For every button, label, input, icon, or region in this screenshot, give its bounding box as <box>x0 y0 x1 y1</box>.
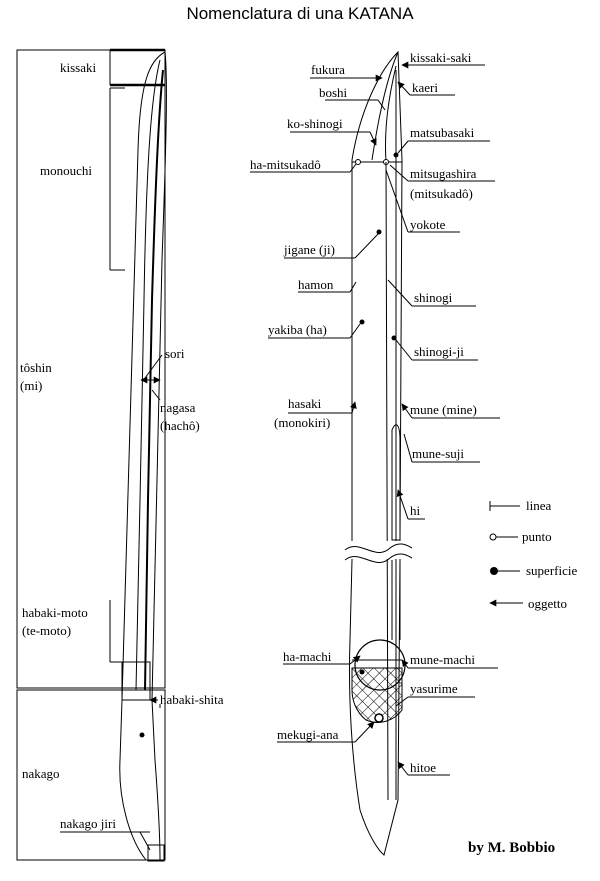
habaki-box <box>121 661 151 701</box>
label-kissaki-saki: kissaki-saki <box>410 50 472 65</box>
signature: by M. Bobbio <box>468 840 555 856</box>
label-mekugi-ana: mekugi-ana <box>277 727 339 742</box>
label-hasaki: hasaki <box>288 396 322 411</box>
label-nagasa-hacho: (hachô) <box>160 418 200 433</box>
label-nagasa: nagasa <box>160 400 196 415</box>
label-shinogi: shinogi <box>414 290 453 305</box>
label-toshin: tôshin <box>20 360 52 375</box>
label-nakago: nakago <box>22 766 60 781</box>
legend-linea: linea <box>526 498 551 513</box>
label-yakiba: yakiba (ha) <box>268 322 327 337</box>
label-matsubasaki: matsubasaki <box>410 125 475 140</box>
right-blade-outline <box>349 50 403 856</box>
label-shinogi-ji: shinogi-ji <box>414 344 464 359</box>
label-monouchi: monouchi <box>40 163 92 178</box>
label-hi: hi <box>410 503 421 518</box>
label-habaki-shita: habaki-shita <box>160 692 224 707</box>
nakago-hole <box>139 732 145 738</box>
label-kaeri: kaeri <box>412 80 438 95</box>
right-sword-view <box>340 50 413 856</box>
label-mitsukado: (mitsukadô) <box>410 186 473 201</box>
legend: linea punto superficie oggetto <box>489 498 577 611</box>
legend-superficie-symbol <box>490 567 498 575</box>
diagram-title: Nomenclatura di una KATANA <box>186 4 414 23</box>
label-kissaki: kissaki <box>60 60 97 75</box>
label-fukura: fukura <box>311 62 345 77</box>
blade-outline <box>119 51 167 861</box>
legend-oggetto: oggetto <box>528 596 567 611</box>
label-mitsugashira: mitsugashira <box>410 166 477 181</box>
label-habaki-moto: habaki-moto <box>22 605 88 620</box>
label-toshin-mi: (mi) <box>20 378 42 393</box>
label-nakago-jiri: nakago jiri <box>60 816 116 831</box>
label-ha-machi: ha-machi <box>283 649 332 664</box>
nakago-jiri-box <box>147 844 165 862</box>
label-hitoe: hitoe <box>410 760 436 775</box>
label-te-moto: (te-moto) <box>22 623 71 638</box>
label-boshi: boshi <box>319 85 348 100</box>
label-monokiri: (monokiri) <box>274 415 330 430</box>
legend-punto-symbol <box>489 533 497 541</box>
toshin-bracket <box>16 49 166 689</box>
legend-punto: punto <box>522 529 552 544</box>
left-sword-view <box>16 48 167 862</box>
label-yokote: yokote <box>410 217 446 232</box>
label-mune-suji: mune-suji <box>412 446 464 461</box>
label-ha-mitsukado: ha-mitsukadô <box>250 157 321 172</box>
legend-superficie: superficie <box>526 563 577 578</box>
label-sori: sori <box>165 346 185 361</box>
label-mune-machi: mune-machi <box>410 652 475 667</box>
mekugi-ana-hole <box>374 713 384 723</box>
label-hamon: hamon <box>298 277 334 292</box>
label-ko-shinogi: ko-shinogi <box>287 116 343 131</box>
label-mune: mune (mine) <box>410 402 477 417</box>
label-jigane: jigane (ji) <box>283 242 335 257</box>
label-yasurime: yasurime <box>410 681 458 696</box>
nakago-bracket <box>16 689 166 861</box>
